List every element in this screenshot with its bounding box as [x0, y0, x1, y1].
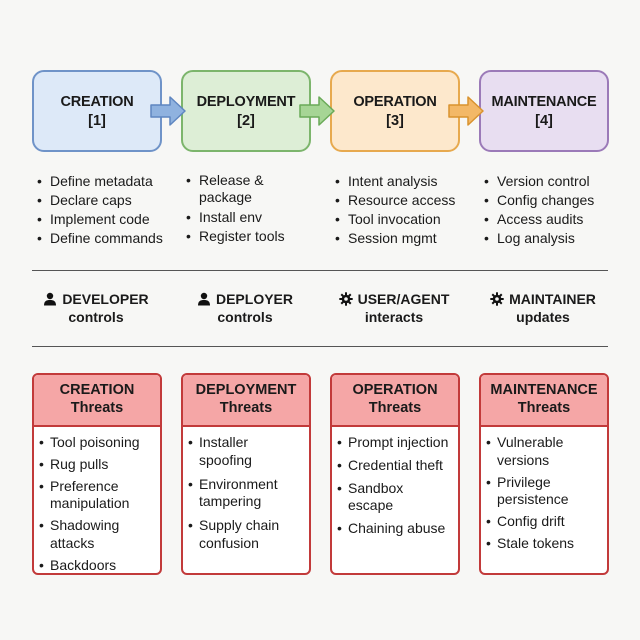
role-user-agent: USER/AGENT interacts [320, 290, 468, 326]
stage-number: [2] [237, 112, 255, 129]
list-item: Declare caps [36, 191, 163, 210]
threat-header: DEPLOYMENT Threats [183, 375, 309, 427]
threat-title: MAINTENANCE [490, 382, 598, 399]
person-icon [197, 292, 210, 306]
threat-title: CREATION [59, 382, 135, 399]
list-item: Register tools [185, 227, 295, 246]
threat-list: Installer spoofing Environment tampering… [183, 427, 309, 553]
threats-deployment: DEPLOYMENT Threats Installer spoofing En… [181, 373, 311, 575]
list-item: Define metadata [36, 172, 163, 191]
list-item: Privilege persistence [481, 474, 593, 510]
list-item: Define commands [36, 229, 163, 248]
role-action: interacts [364, 309, 424, 326]
divider [32, 346, 608, 347]
list-item: Resource access [334, 191, 455, 210]
role-action: controls [68, 309, 124, 326]
list-item: Vulnerable versions [481, 434, 593, 470]
stage-operation: OPERATION [3] [330, 70, 460, 152]
stage-title: DEPLOYMENT [196, 93, 296, 110]
threat-header: MAINTENANCE Threats [481, 375, 607, 427]
list-item: Config drift [481, 513, 593, 531]
stage-number: [3] [386, 112, 404, 129]
list-item: Sandbox escape [332, 480, 452, 516]
stage-number: [1] [88, 112, 106, 129]
list-item: Release & package [185, 172, 295, 206]
list-item: Access audits [483, 210, 594, 229]
activity-list-creation: Define metadata Declare caps Implement c… [36, 172, 163, 248]
stage-title: MAINTENANCE [491, 93, 597, 110]
role-name: USER/AGENT [357, 291, 450, 307]
activity-list-deployment: Release & package Install env Register t… [185, 172, 295, 246]
arrow-shape [448, 96, 484, 126]
list-item: Installer spoofing [183, 434, 303, 470]
threat-list: Tool poisoning Rug pulls Preference mani… [34, 427, 160, 573]
stage-deployment: DEPLOYMENT [2] [181, 70, 311, 152]
list-item: Tool poisoning [34, 434, 154, 452]
threat-list: Prompt injection Credential theft Sandbo… [332, 427, 458, 538]
threat-subtitle: Threats [219, 400, 273, 416]
list-item: Log analysis [483, 229, 594, 248]
threats-maintenance: MAINTENANCE Threats Vulnerable versions … [479, 373, 609, 575]
list-item: Implement code [36, 210, 163, 229]
arrow-right-icon [299, 96, 335, 126]
list-item: Rug pulls [34, 456, 154, 474]
threat-title: OPERATION [352, 382, 438, 399]
role-maintainer: MAINTAINER updates [469, 290, 617, 326]
stage-title: CREATION [60, 93, 134, 110]
threat-list: Vulnerable versions Privilege persistenc… [481, 427, 607, 553]
arrow-shape [299, 96, 335, 126]
list-item: Preference manipulation [34, 478, 154, 514]
person-icon [44, 292, 57, 306]
gear-icon [490, 292, 504, 306]
activity-list-operation: Intent analysis Resource access Tool inv… [334, 172, 455, 248]
role-name: DEPLOYER [215, 291, 293, 307]
threat-header: OPERATION Threats [332, 375, 458, 427]
list-item: Session mgmt [334, 229, 455, 248]
gear-icon [338, 292, 353, 306]
list-item: Credential theft [332, 457, 452, 475]
role-developer: DEVELOPER controls [22, 290, 170, 326]
arrow-right-icon [150, 96, 186, 126]
threat-header: CREATION Threats [34, 375, 160, 427]
threat-subtitle: Threats [70, 400, 124, 416]
threat-subtitle: Threats [368, 400, 422, 416]
activity-list-maintenance: Version control Config changes Access au… [483, 172, 594, 248]
list-item: Version control [483, 172, 594, 191]
list-item: Backdoors [34, 557, 154, 573]
stage-number: [4] [535, 112, 553, 129]
list-item: Supply chain confusion [183, 517, 303, 553]
arrow-right-icon [448, 96, 484, 126]
role-name: MAINTAINER [509, 291, 596, 307]
arrow-shape [150, 96, 186, 126]
threats-operation: OPERATION Threats Prompt injection Crede… [330, 373, 460, 575]
list-item: Prompt injection [332, 434, 452, 452]
stage-maintenance: MAINTENANCE [4] [479, 70, 609, 152]
list-item: Tool invocation [334, 210, 455, 229]
list-item: Install env [185, 208, 295, 227]
role-action: updates [516, 309, 570, 326]
list-item: Config changes [483, 191, 594, 210]
threat-subtitle: Threats [517, 400, 571, 416]
list-item: Chaining abuse [332, 520, 452, 538]
list-item: Stale tokens [481, 535, 593, 553]
role-name: DEVELOPER [62, 291, 149, 307]
threat-title: DEPLOYMENT [195, 382, 297, 399]
stage-title: OPERATION [353, 93, 437, 110]
threats-creation: CREATION Threats Tool poisoning Rug pull… [32, 373, 162, 575]
list-item: Shadowing attacks [34, 517, 154, 553]
list-item: Environment tampering [183, 476, 303, 512]
role-deployer: DEPLOYER controls [171, 290, 319, 326]
stage-creation: CREATION [1] [32, 70, 162, 152]
list-item: Intent analysis [334, 172, 455, 191]
divider [32, 270, 608, 271]
role-action: controls [217, 309, 273, 326]
